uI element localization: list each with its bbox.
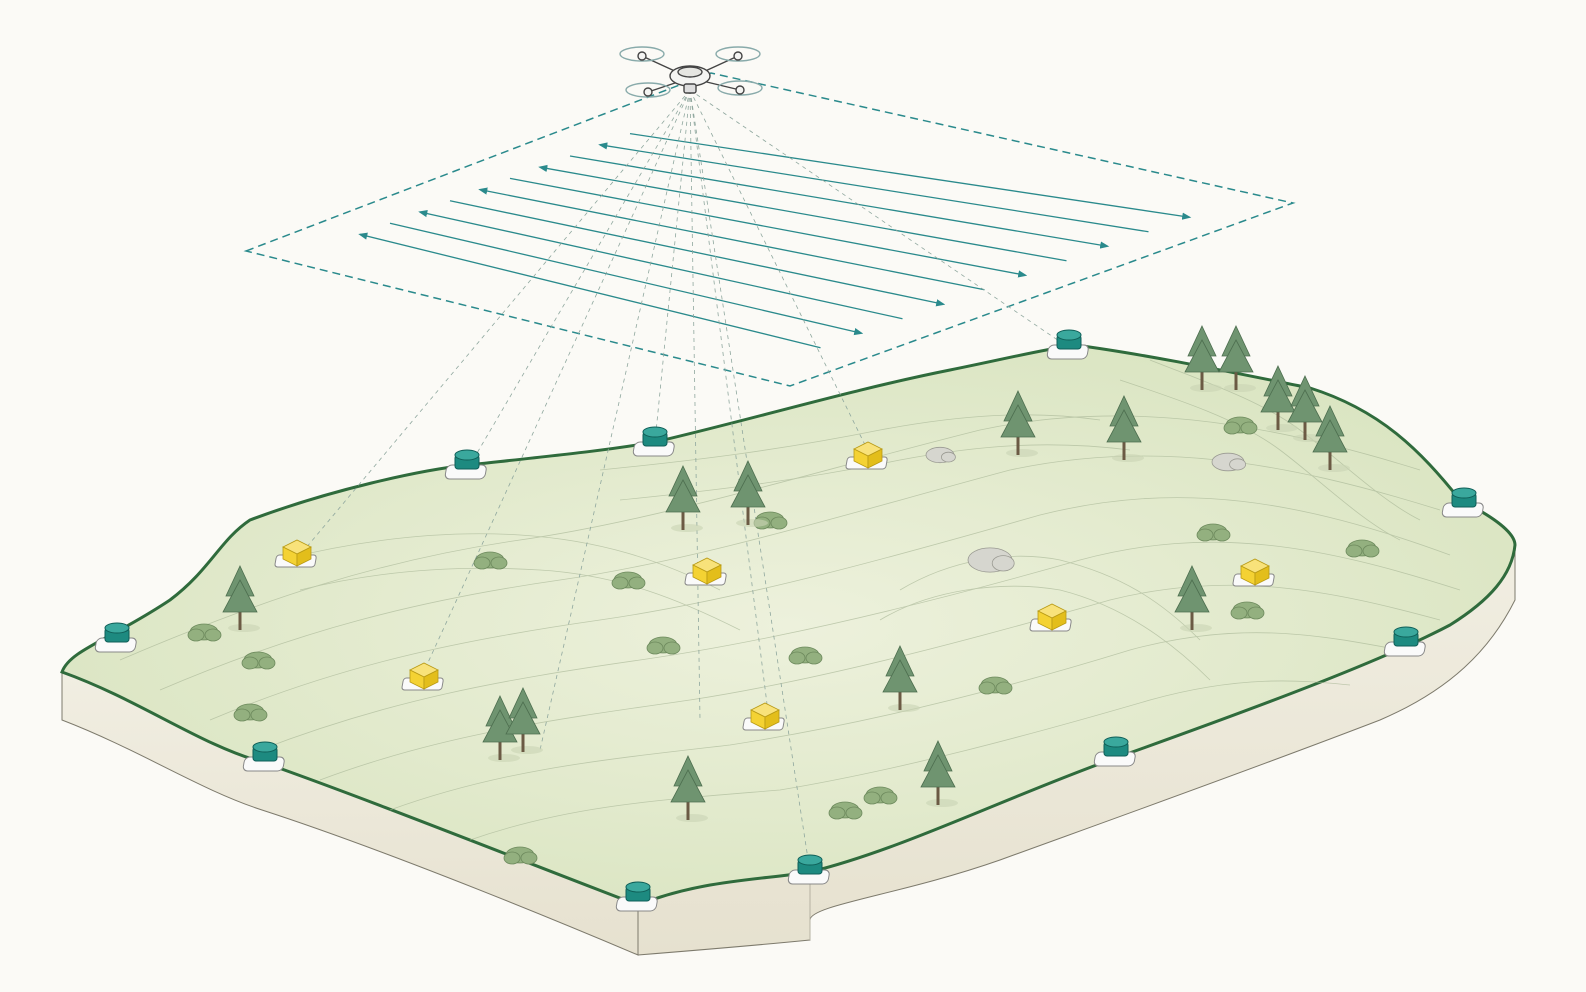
checkpoints [274,441,1275,731]
rocks [925,446,1247,573]
shrub-icon [863,786,898,805]
conifer-tree-icon [1106,395,1144,462]
ground-control-point-icon [1383,626,1426,657]
checkpoint-icon [684,557,727,586]
shrub-icon [241,651,276,670]
flight-passes [358,132,1192,349]
checkpoint-icon [1029,603,1072,632]
shrub-icon [978,676,1013,695]
flight-pass [358,232,821,349]
shrub-icon [1223,416,1258,435]
checkpoint-icon [845,441,888,470]
checkpoint-icon [742,702,785,731]
shrub-icon [473,551,508,570]
sight-line [689,89,701,721]
flight-pass [629,132,1192,220]
conifer-tree-icon [1174,565,1212,632]
conifer-tree-icon [665,465,703,532]
sight-line [689,89,769,713]
ground-control-point-icon [1046,329,1089,360]
shrub-icon [788,646,823,665]
ground-control-point-icon [242,741,285,772]
flight-pass [449,200,946,307]
ground-control-point-icon [94,622,137,653]
shrub-icon [1345,539,1380,558]
boulder-icon [925,446,956,464]
flight-pass [389,222,864,336]
conifer-tree-icon [505,687,543,754]
shrub-icon [828,801,863,820]
ground-control-point-icon [1441,487,1484,518]
ground-control-point-icon [787,854,830,885]
conifer-tree-icon [1184,325,1222,392]
shrub-icon [1230,601,1265,620]
boulder-icon [1211,452,1247,472]
sight-line [654,89,691,443]
conifer-tree-icon [1287,375,1325,442]
conifer-tree-icon [1260,365,1298,432]
sight-line [469,89,691,466]
shrub-icon [611,571,646,590]
camera-sight-lines [299,89,1066,873]
shrub-icon [1196,523,1231,542]
quadcopter-icon [619,46,763,98]
flight-pass [478,187,985,291]
checkpoint-icon [401,662,444,691]
boulder-icon [967,547,1015,573]
flight-pass [509,177,1028,278]
ground-control-points [94,329,1484,912]
conifer-tree-icon [882,645,920,712]
shrub-icon [503,846,538,865]
shrub-icon [646,636,681,655]
ground-control-point-icon [1093,736,1136,767]
shrub-icon [233,703,268,722]
conifer-tree-icon [1218,325,1256,392]
checkpoint-icon [1232,558,1275,587]
conifer-tree-icon [670,755,708,822]
ground-control-point-icon [632,426,675,457]
sight-line [689,89,1066,346]
sight-line [539,89,691,751]
flight-pass [418,210,903,320]
flight-area-boundary [243,72,1296,387]
shrub-icon [187,623,222,642]
ground-control-point-icon [615,881,658,912]
conifer-tree-icon [222,565,260,632]
conifer-tree-icon [1312,405,1350,472]
trees [222,325,1350,822]
sight-line [299,89,691,556]
ground-control-point-icon [444,449,487,480]
conifer-tree-icon [1000,390,1038,457]
conifer-tree-icon [920,740,958,807]
flight-pass [598,142,1149,233]
conifer-tree-icon [730,460,768,527]
checkpoint-icon [274,539,317,568]
flight-pass [569,155,1110,249]
sight-line [689,89,871,456]
shrubs [187,416,1380,865]
flight-pass [538,164,1067,262]
